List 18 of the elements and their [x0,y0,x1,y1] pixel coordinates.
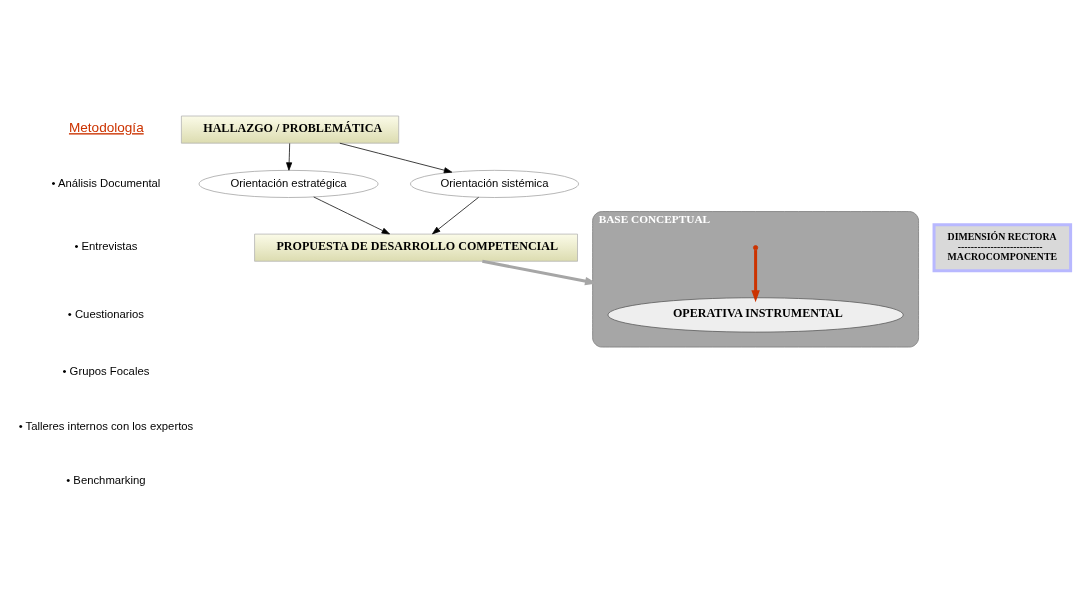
label: Metodología [68,119,144,135]
node-ellipse: Orientación sistémica [410,169,579,198]
label: • Entrevistas [74,239,138,252]
label: • Benchmarking [66,473,146,486]
label: • Talleres internos con los expertos [18,419,194,432]
node-ellipse: OPERATIVA INSTRUMENTAL [607,296,904,332]
node-box: PROPUESTA DE DESARROLLO COMPETENCIAL [254,233,578,262]
node-box: DIMENSIÓN RECTORA -------------------------- MACROCOMPONENTE [932,222,1073,272]
node-ellipse: Orientación estratégica [198,169,379,198]
label: • Análisis Documental [51,176,161,189]
label: • Grupos Focales [62,364,150,377]
arrow [751,249,760,302]
label: • Cuestionarios [67,307,145,320]
node-box: HALLAZGO / PROBLEMÁTICA [181,115,400,144]
arrow [286,142,293,171]
arrow [339,142,453,173]
arrow [432,196,480,234]
arrow [313,196,390,234]
